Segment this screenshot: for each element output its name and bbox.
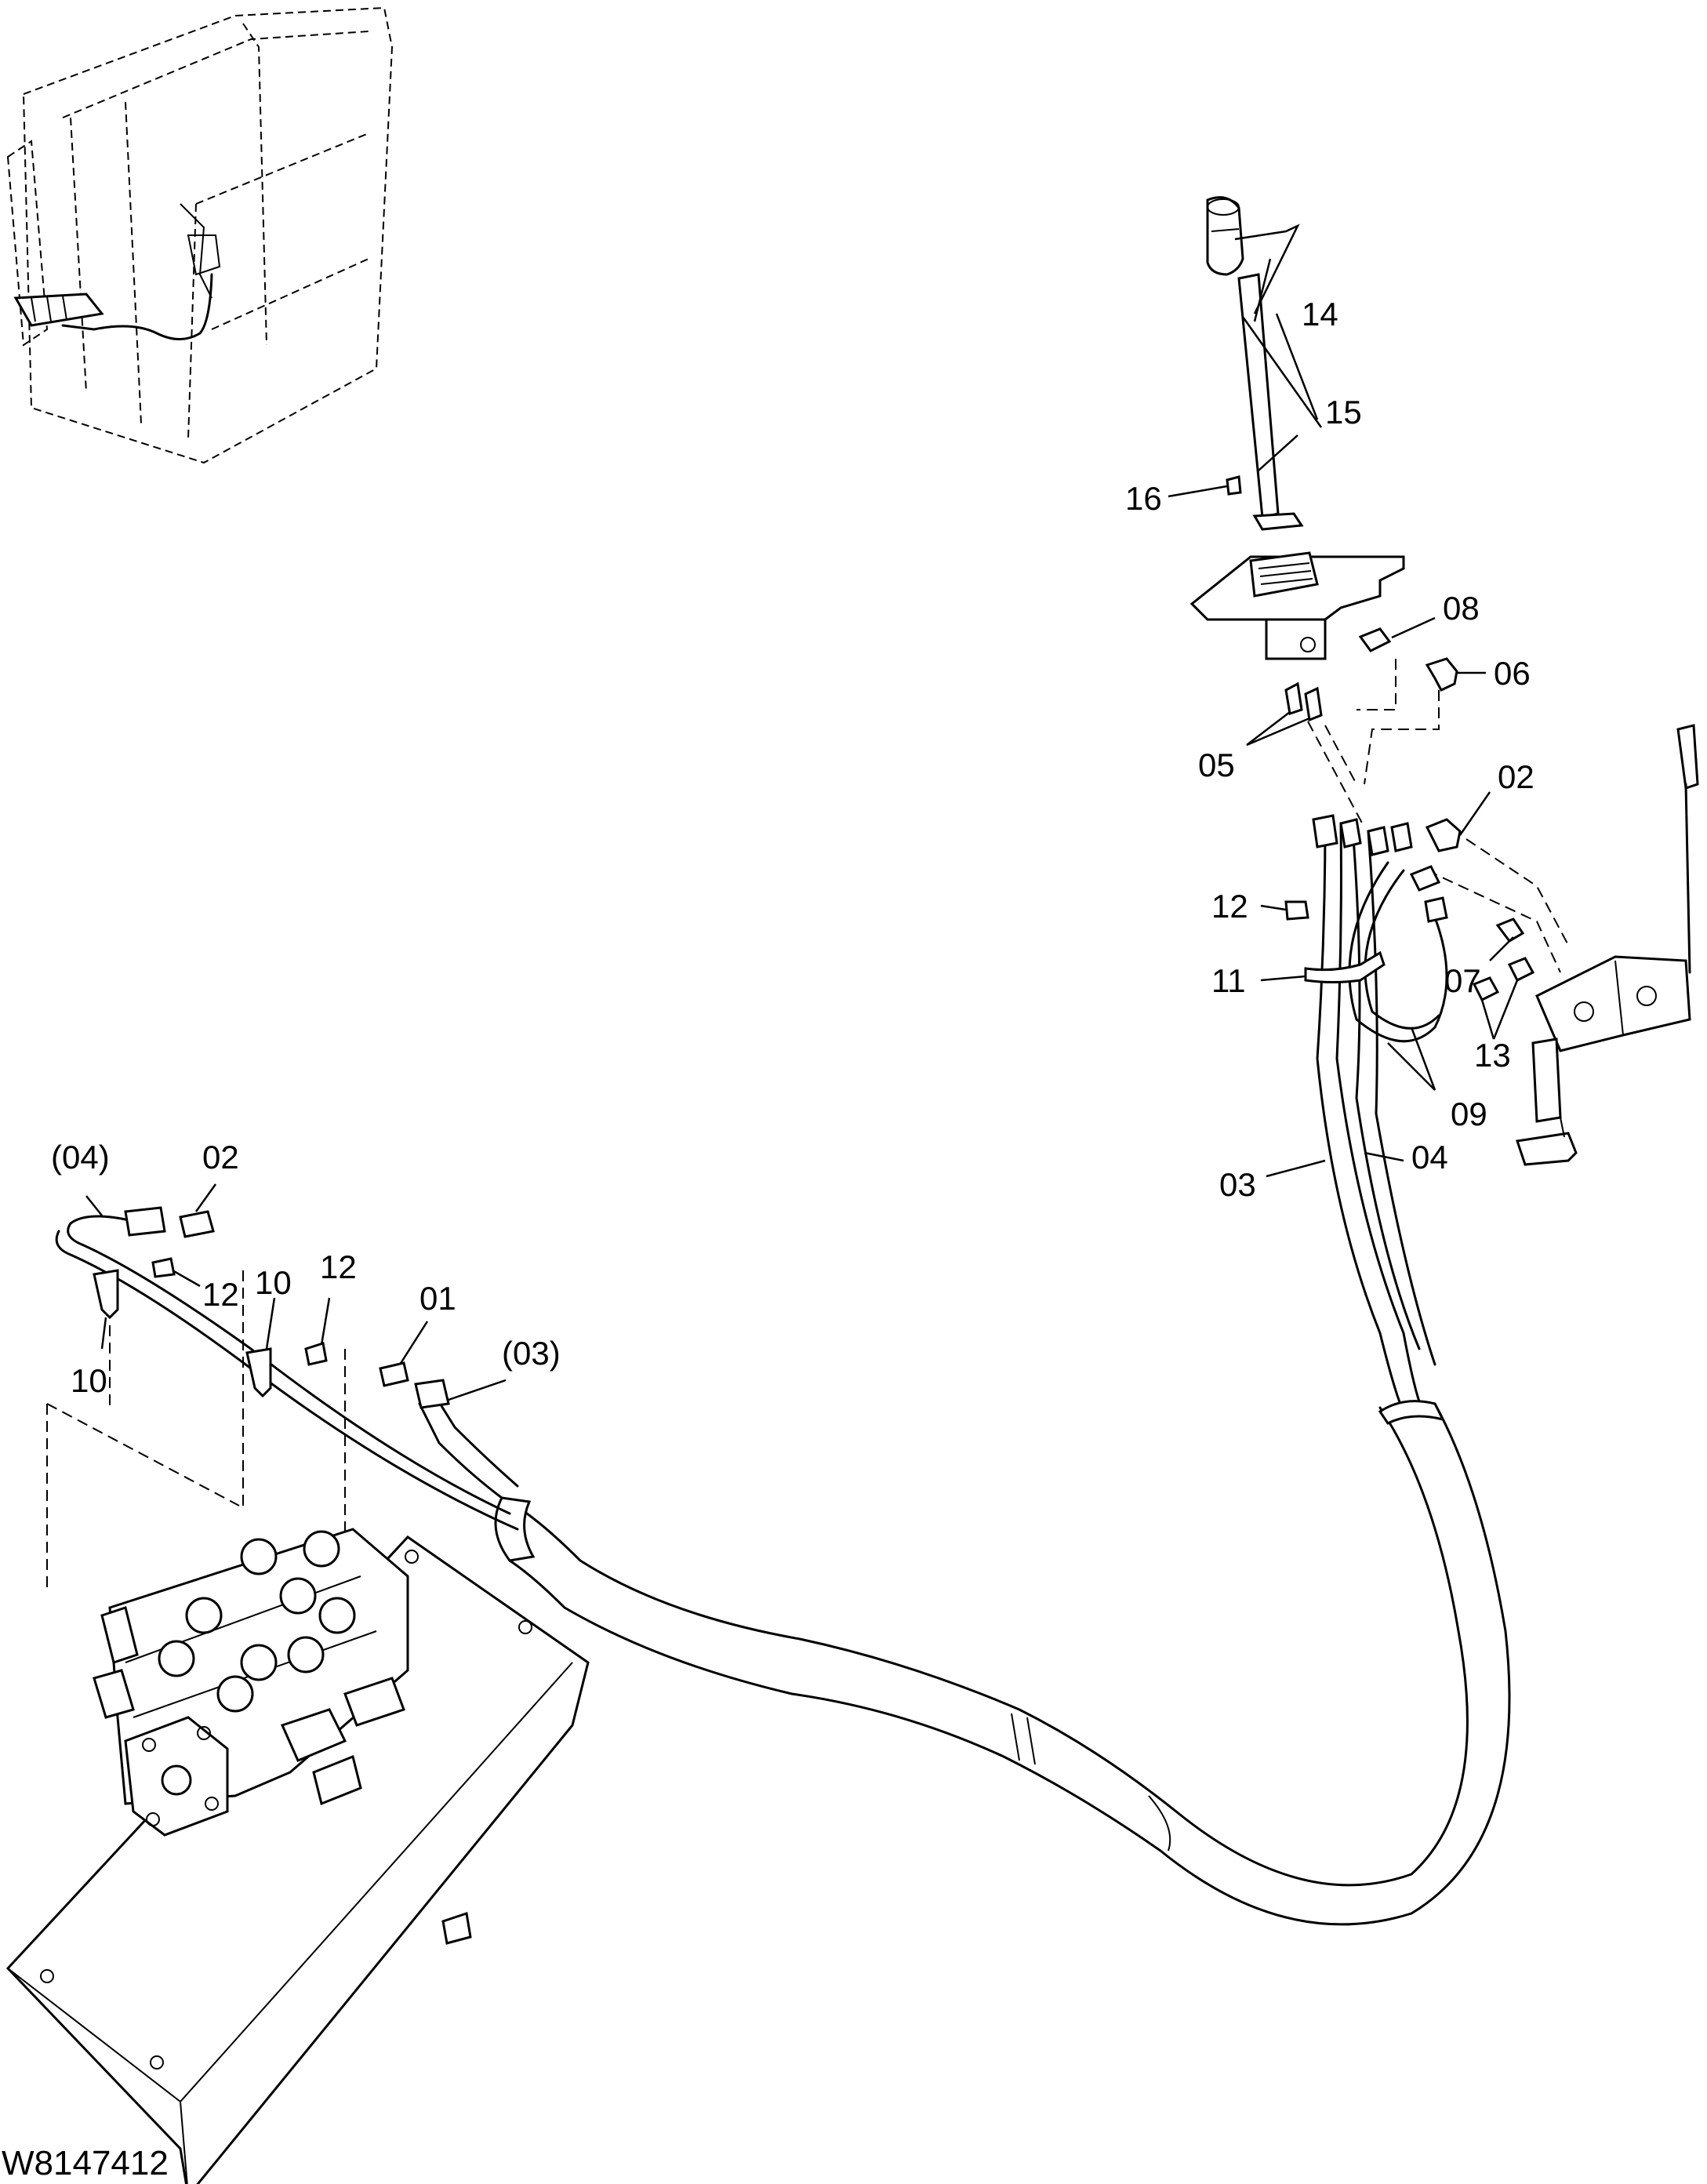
callout-16: 16 bbox=[1125, 480, 1162, 517]
fitting-05-a bbox=[1284, 681, 1303, 715]
elbow-06 bbox=[1425, 657, 1458, 692]
hose-bundle bbox=[1284, 814, 1462, 1413]
right-control-valve bbox=[1472, 724, 1699, 1166]
fitting-05-b bbox=[1304, 686, 1323, 722]
callout-02-left: 02 bbox=[202, 1139, 239, 1176]
drawing-number: W8147412 bbox=[2, 2144, 169, 2182]
clamp-11 bbox=[1304, 950, 1386, 983]
knob-14 bbox=[1206, 196, 1244, 276]
callout-12-right: 12 bbox=[1211, 888, 1248, 925]
fitting-13-b bbox=[1472, 976, 1500, 1002]
callout-15: 15 bbox=[1325, 394, 1362, 431]
clamp-10-b bbox=[245, 1347, 272, 1398]
callout-08: 08 bbox=[1443, 590, 1480, 627]
callout-05: 05 bbox=[1198, 747, 1235, 783]
lever-15 bbox=[1237, 273, 1304, 531]
fitting-07 bbox=[1495, 918, 1525, 943]
callout-12-left-a: 12 bbox=[202, 1276, 239, 1313]
left-hoses bbox=[46, 1206, 519, 1592]
fitting-02-left bbox=[179, 1210, 215, 1238]
callout-14: 14 bbox=[1302, 296, 1338, 333]
callout-12-left-b: 12 bbox=[320, 1248, 357, 1285]
fitting-02-right bbox=[1425, 818, 1462, 852]
callout-09: 09 bbox=[1451, 1096, 1487, 1132]
bolt-12-left-b bbox=[304, 1342, 328, 1366]
fitting-08 bbox=[1358, 627, 1392, 652]
bolt-16 bbox=[1226, 475, 1242, 496]
location-inset bbox=[6, 6, 394, 464]
callout-04-paren: (04) bbox=[51, 1139, 110, 1176]
clamp-10-a bbox=[93, 1269, 119, 1320]
pilot-valve-plate bbox=[1189, 551, 1405, 660]
callout-10-a: 10 bbox=[255, 1264, 292, 1301]
main-control-valve bbox=[5, 1528, 590, 2184]
callout-03: 03 bbox=[1219, 1166, 1256, 1203]
callout-labels: 14 15 16 08 06 05 02 12 11 07 13 09 03 0… bbox=[51, 296, 1534, 1399]
bolt-12-left-a bbox=[151, 1257, 176, 1278]
fitting-01 bbox=[379, 1361, 409, 1387]
bolt-12-right bbox=[1284, 900, 1309, 921]
callout-13: 13 bbox=[1474, 1037, 1511, 1074]
fitting-13-a bbox=[1507, 957, 1535, 983]
callout-10-b: 10 bbox=[71, 1362, 107, 1399]
leader-lines bbox=[85, 223, 1519, 1401]
callout-01: 01 bbox=[419, 1280, 456, 1317]
protective-sleeve bbox=[494, 1400, 1511, 1926]
callout-02-right: 02 bbox=[1498, 758, 1534, 795]
callout-11: 11 bbox=[1211, 962, 1246, 999]
callout-03-paren: (03) bbox=[502, 1335, 561, 1372]
joystick-assembly bbox=[1189, 196, 1569, 973]
callout-06: 06 bbox=[1494, 655, 1531, 692]
callout-07: 07 bbox=[1444, 962, 1481, 999]
callout-04: 04 bbox=[1411, 1139, 1448, 1176]
